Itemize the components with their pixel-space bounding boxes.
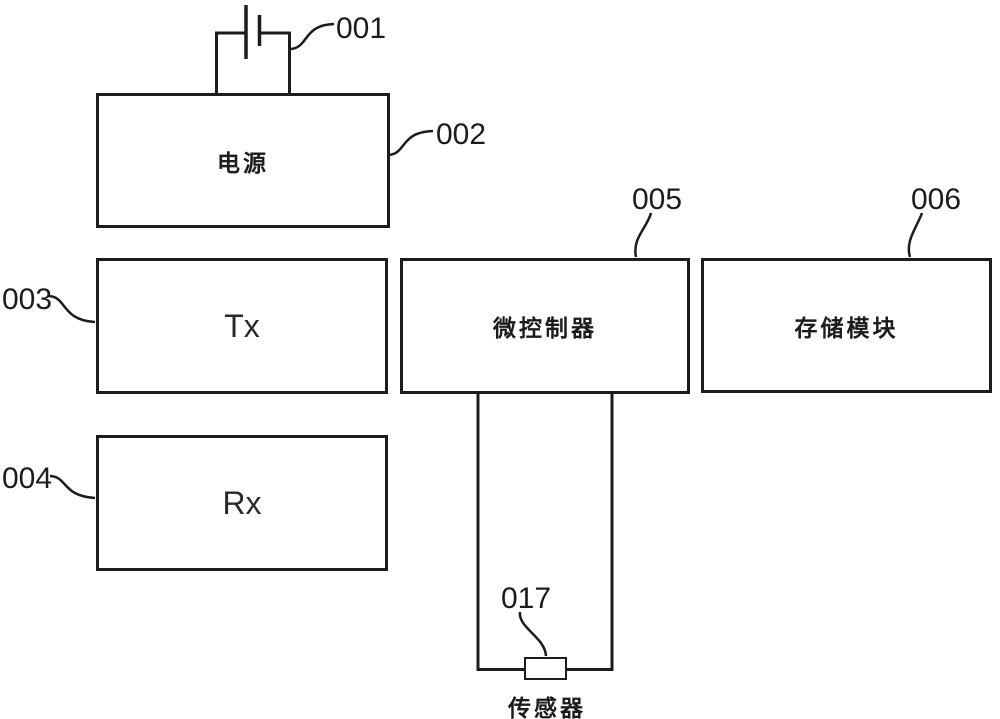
microcontroller-block: 微控制器 xyxy=(400,258,690,394)
power-block: 电源 xyxy=(96,93,390,228)
mcu-sensor-wire-right xyxy=(567,394,614,671)
battery-icon xyxy=(215,5,291,93)
ref-004: 004 xyxy=(2,462,53,495)
leader-005 xyxy=(634,212,653,258)
leader-002 xyxy=(388,129,434,157)
microcontroller-block-label: 微控制器 xyxy=(493,315,597,342)
battery-wire-left xyxy=(215,31,245,93)
leader-003 xyxy=(48,294,96,324)
rx-block: Rx xyxy=(96,435,388,571)
power-block-label: 电源 xyxy=(217,149,269,177)
mcu-sensor-wire-left xyxy=(476,394,524,671)
ref-003: 003 xyxy=(2,283,53,316)
ref-017: 017 xyxy=(501,582,552,615)
battery-wire-right xyxy=(260,31,291,93)
sensor-label-text: 传感器 xyxy=(508,695,586,719)
leader-001 xyxy=(290,22,335,51)
leader-017 xyxy=(518,611,548,657)
ref-005: 005 xyxy=(632,183,683,216)
ref-006: 006 xyxy=(911,183,962,216)
rx-block-label: Rx xyxy=(222,484,262,521)
ref-002: 002 xyxy=(436,118,487,151)
tx-block: Tx xyxy=(96,258,388,394)
sensor-label: 传感器 xyxy=(487,689,607,719)
leader-004 xyxy=(49,474,96,500)
sensor-box xyxy=(524,657,567,680)
leader-006 xyxy=(907,212,924,258)
memory-block-label: 存储模块 xyxy=(794,314,899,342)
ref-001: 001 xyxy=(336,12,387,45)
tx-block-label: Tx xyxy=(224,307,260,344)
memory-block: 存储模块 xyxy=(701,258,992,393)
